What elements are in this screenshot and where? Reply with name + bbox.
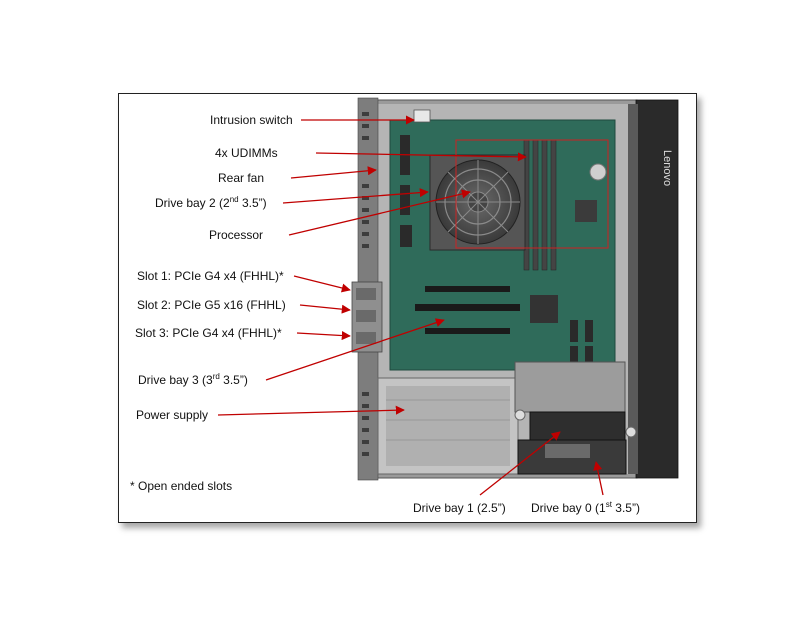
label-processor: Processor — [209, 228, 264, 242]
label-rear-fan: Rear fan — [218, 171, 265, 185]
label-drive-bay-1: Drive bay 1 (2.5”) — [413, 501, 506, 515]
label-udimms: 4x UDIMMs — [215, 146, 278, 160]
cpu-fan — [429, 154, 526, 251]
brand-logo: Lenovo — [661, 150, 673, 186]
label-drive-bay-2: Drive bay 2 (2nd 3.5”) — [155, 195, 267, 211]
label-drive-bay-3-ordinal: rd — [212, 372, 220, 381]
label-slot-1: Slot 1: PCIe G4 x4 (FHHL)* — [137, 269, 284, 283]
label-intrusion-switch: Intrusion switch — [210, 113, 293, 127]
label-drive-bay-3-text: Drive bay 3 (3 — [138, 373, 213, 387]
label-power-supply: Power supply — [136, 408, 209, 422]
power-supply — [377, 377, 519, 475]
label-drive-bay-2-text: Drive bay 2 (2 — [155, 196, 230, 210]
label-drive-bay-2-size: 3.5”) — [238, 196, 267, 210]
label-slot-2: Slot 2: PCIe G5 x16 (FHHL) — [137, 298, 286, 312]
label-slot-3: Slot 3: PCIe G4 x4 (FHHL)* — [135, 326, 282, 340]
label-drive-bay-0-size: 3.5”) — [611, 501, 640, 515]
highlight-box — [455, 139, 609, 249]
label-drive-bay-3: Drive bay 3 (3rd 3.5”) — [138, 372, 248, 388]
label-drive-bay-2-ordinal: nd — [229, 195, 239, 204]
note-open-ended-slots: * Open ended slots — [130, 479, 233, 493]
drive-cage — [514, 361, 637, 475]
label-drive-bay-0-text: Drive bay 0 (1 — [531, 501, 606, 515]
label-drive-bay-3-size: 3.5”) — [219, 373, 248, 387]
label-drive-bay-0-ordinal: st — [605, 500, 612, 509]
label-drive-bay-0: Drive bay 0 (1st 3.5”) — [531, 500, 640, 516]
